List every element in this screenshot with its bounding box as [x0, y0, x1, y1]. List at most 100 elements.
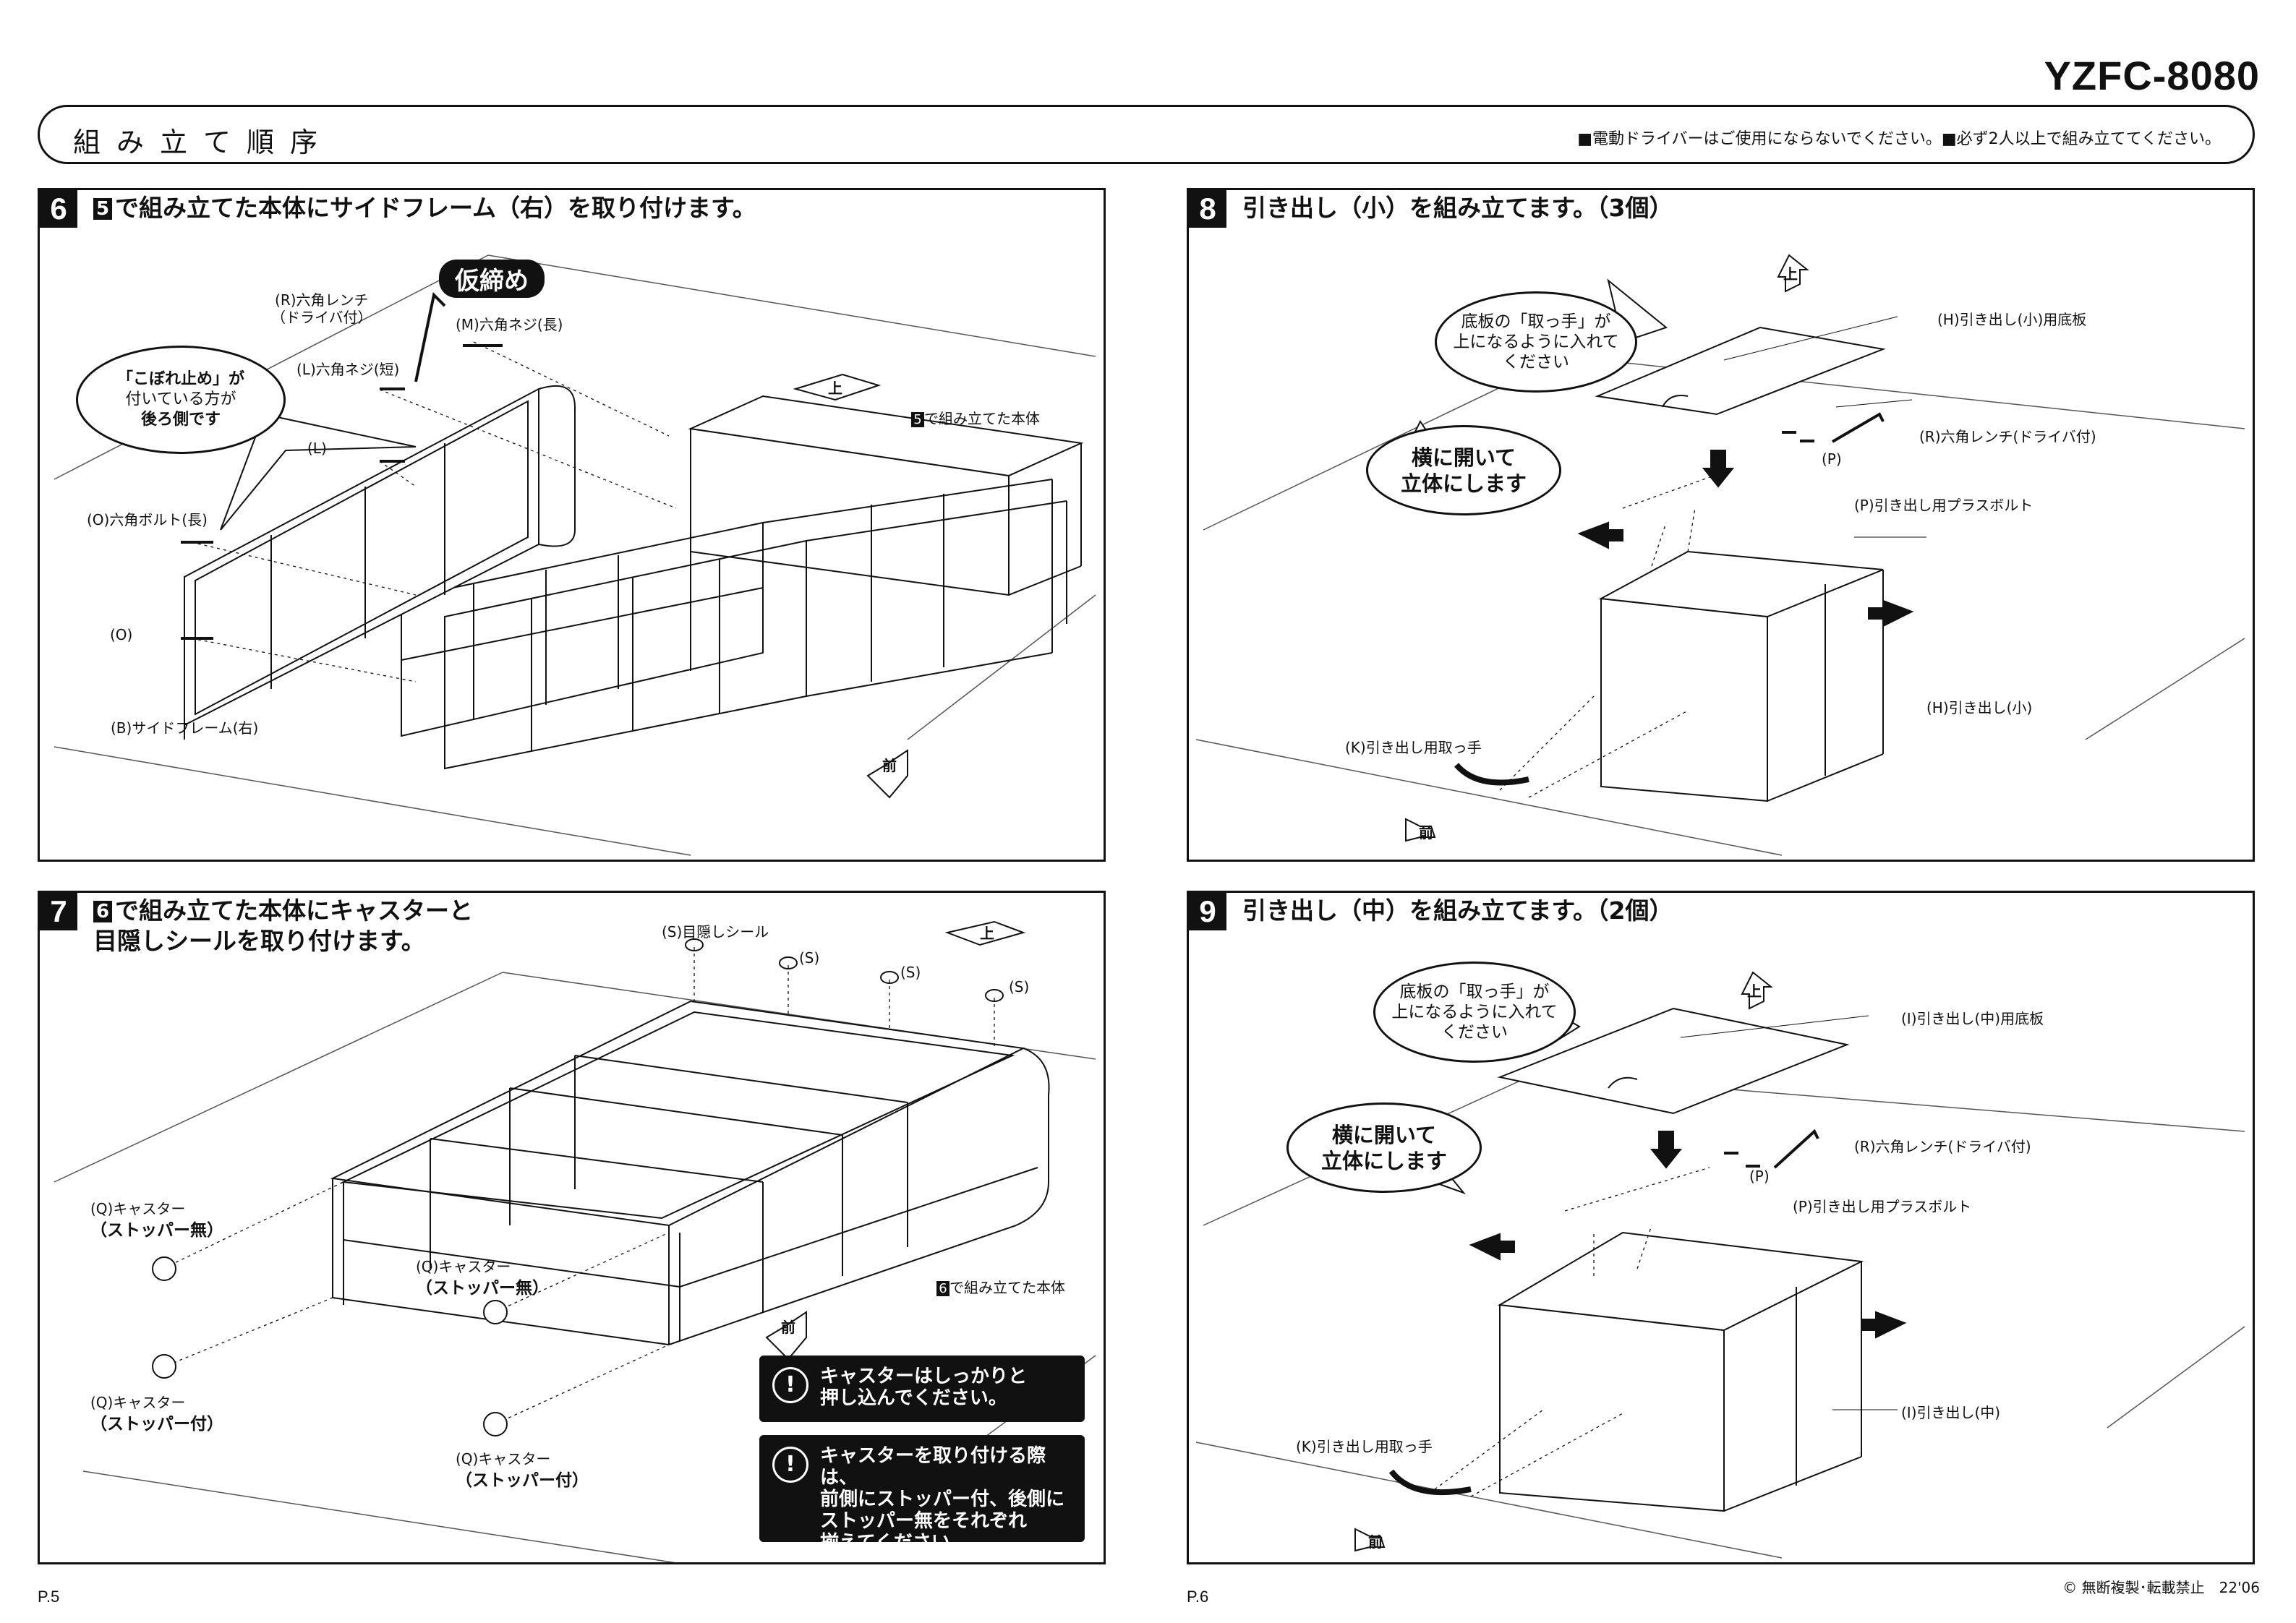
temporary-tighten-tag: 仮締め	[439, 260, 545, 298]
label-base-board: (H)引き出し(小)用底板	[1937, 311, 2087, 328]
bubble1-line2: 上になるように入れて	[1391, 1003, 1558, 1022]
step-title: 引き出し（中）を組み立てます。（2個）	[1242, 896, 1673, 925]
label-hex-bolt-o: (O)	[110, 626, 133, 643]
label-hex-bolt-long: (O)六角ボルト(長)	[87, 511, 208, 528]
label-bolt-p: (P)	[1749, 1168, 1770, 1185]
caster-3-line1: (Q)キャスター	[90, 1394, 186, 1411]
bubble-handle-up: 底板の「取っ手」が上になるように入れてください	[1373, 962, 1576, 1063]
bubble2-line2: 立体にします	[1320, 1148, 1447, 1173]
ref-step-badge: 6	[93, 901, 112, 922]
bubble1-line3: ください	[1441, 1023, 1508, 1042]
label-hex-screw-long: (M)六角ネジ(長)	[456, 316, 563, 333]
bubble-line2: 付いている方が	[125, 390, 236, 408]
bubble1-line3: ください	[1503, 353, 1569, 372]
direction-front-label: 前	[882, 757, 897, 774]
warning-1-line2: 押し込んでください。	[820, 1387, 1007, 1409]
warning-2-line4: 揃えてください。	[820, 1532, 969, 1554]
caster-2-line1: (Q)キャスター	[416, 1258, 511, 1275]
step-number: 9	[1189, 893, 1226, 930]
ref-badge: 6	[936, 1281, 949, 1296]
label-wrench-line2: （ドライバ付）	[271, 309, 372, 326]
bubble1-line1: 底板の「取っ手」が	[1399, 982, 1550, 1001]
warning-icon: !	[772, 1447, 808, 1483]
label-drawer-medium: (I)引き出し(中)	[1901, 1404, 2001, 1421]
ref-step-badge: 5	[93, 198, 112, 220]
label-caster-4: (Q)キャスター （ストッパー付）	[456, 1448, 589, 1491]
step-title-line2: 目隠しシールを取り付けます。	[93, 927, 425, 955]
warning-1-line1: キャスターはしっかりと	[820, 1366, 1028, 1387]
copyright: © 無断複製･転載禁止 22'06	[2062, 1579, 2260, 1596]
label-bolt: (P)引き出し用プラスボルト	[1854, 497, 2033, 514]
label-wrench: (R)六角レンチ(ドライバ付)	[1854, 1138, 2031, 1155]
label-hex-screw-l: (L)	[307, 440, 327, 457]
bubble-line3: 後ろ側です	[140, 411, 221, 429]
bubble-line1: 「こぼれ止め」が	[116, 370, 244, 388]
label-sticker-3: (S)	[900, 964, 921, 981]
caster-1-line1: (Q)キャスター	[90, 1200, 186, 1217]
model-number: YZFC-8080	[2044, 53, 2260, 98]
direction-front-label: 前	[1419, 824, 1433, 842]
direction-front-label: 前	[1368, 1533, 1383, 1551]
bubble-open-sides: 横に開いて立体にします	[1286, 1102, 1482, 1193]
label-wrench-line1: (R)六角レンチ	[275, 291, 369, 309]
direction-up-label: 上	[1747, 982, 1762, 1000]
label-drawer-small: (H)引き出し(小)	[1926, 699, 2033, 716]
step-7-illustration	[54, 920, 1096, 1562]
step-title: 引き出し（小）を組み立てます。（3個）	[1242, 194, 1673, 222]
header-bar: 組み立て順序 ■電動ドライバーはご使用にならないでください。■必ず2人以上で組み…	[38, 105, 2255, 164]
step-9-illustration	[1195, 971, 2245, 1559]
direction-front-label: 前	[781, 1319, 795, 1336]
label-main-body-text: で組み立てた本体	[949, 1279, 1065, 1296]
label-bolt-p: (P)	[1822, 450, 1842, 468]
step-title-text: で組み立てた本体にサイドフレーム（右）を取り付けます。	[115, 194, 756, 222]
label-hex-screw-short: (L)六角ネジ(短)	[296, 361, 400, 378]
step-8-panel: 8 引き出し（小）を組み立てます。（3個）	[1187, 188, 2255, 862]
bubble1-line2: 上になるように入れて	[1453, 333, 1619, 351]
warning-2-line3: ストッパー無をそれぞれ	[820, 1510, 1028, 1532]
label-sticker-4: (S)	[1009, 978, 1030, 995]
step-8-illustration	[1195, 254, 2245, 856]
label-caster-1: (Q)キャスター （ストッパー無）	[90, 1198, 223, 1241]
label-drawer-handle: (K)引き出し用取っ手	[1296, 1438, 1433, 1455]
warning-2-line1: キャスターを取り付ける際は、	[820, 1445, 1046, 1489]
step-title-line1: で組み立てた本体にキャスターと	[115, 896, 473, 925]
caster-2-line2: （ストッパー無）	[416, 1279, 549, 1298]
direction-up-label: 上	[828, 380, 842, 397]
bubble-handle-up: 底板の「取っ手」が上になるように入れてください	[1435, 291, 1637, 393]
warning-2-line2: 前側にストッパー付、後側に	[820, 1489, 1065, 1510]
page-number-left: P.5	[38, 1588, 60, 1606]
bubble-open-sides: 横に開いて立体にします	[1366, 425, 1561, 515]
page-number-right: P.6	[1187, 1588, 1209, 1606]
bubble2-line2: 立体にします	[1400, 471, 1527, 496]
label-sticker-main: (S)目隠しシール	[662, 923, 769, 941]
label-base-board: (I)引き出し(中)用底板	[1901, 1010, 2044, 1027]
step-number: 6	[40, 190, 77, 228]
label-drawer-handle: (K)引き出し用取っ手	[1345, 739, 1482, 756]
label-caster-2: (Q)キャスター （ストッパー無）	[416, 1256, 549, 1299]
caster-4-line1: (Q)キャスター	[456, 1450, 551, 1468]
step-9-panel: 9 引き出し（中）を組み立てます。（2個）	[1187, 891, 2255, 1564]
rear-side-bubble: 「こぼれ止め」が付いている方が後ろ側です	[76, 346, 286, 454]
direction-up-label: 上	[980, 925, 994, 942]
caster-1-line2: （ストッパー無）	[90, 1221, 223, 1240]
label-wrench: (R)六角レンチ（ドライバ付）	[271, 291, 372, 326]
caster-4-line2: （ストッパー付）	[456, 1471, 589, 1490]
label-side-frame: (B)サイドフレーム(右)	[111, 719, 259, 737]
label-wrench: (R)六角レンチ(ドライバ付)	[1919, 428, 2096, 445]
bubble1-line1: 底板の「取っ手」が	[1461, 312, 1611, 331]
warning-icon: !	[772, 1367, 808, 1403]
label-bolt: (P)引き出し用プラスボルト	[1793, 1198, 1972, 1215]
caster-3-line2: （ストッパー付）	[90, 1415, 223, 1434]
ref-badge: 5	[911, 412, 924, 427]
step-number: 8	[1189, 190, 1226, 228]
label-caster-3: (Q)キャスター （ストッパー付）	[90, 1392, 223, 1435]
label-main-body-text: で組み立てた本体	[924, 410, 1040, 427]
bubble2-line1: 横に開いて	[1331, 1122, 1437, 1147]
page-title: 組み立て順序	[73, 127, 334, 158]
direction-up-label: 上	[1783, 265, 1798, 283]
